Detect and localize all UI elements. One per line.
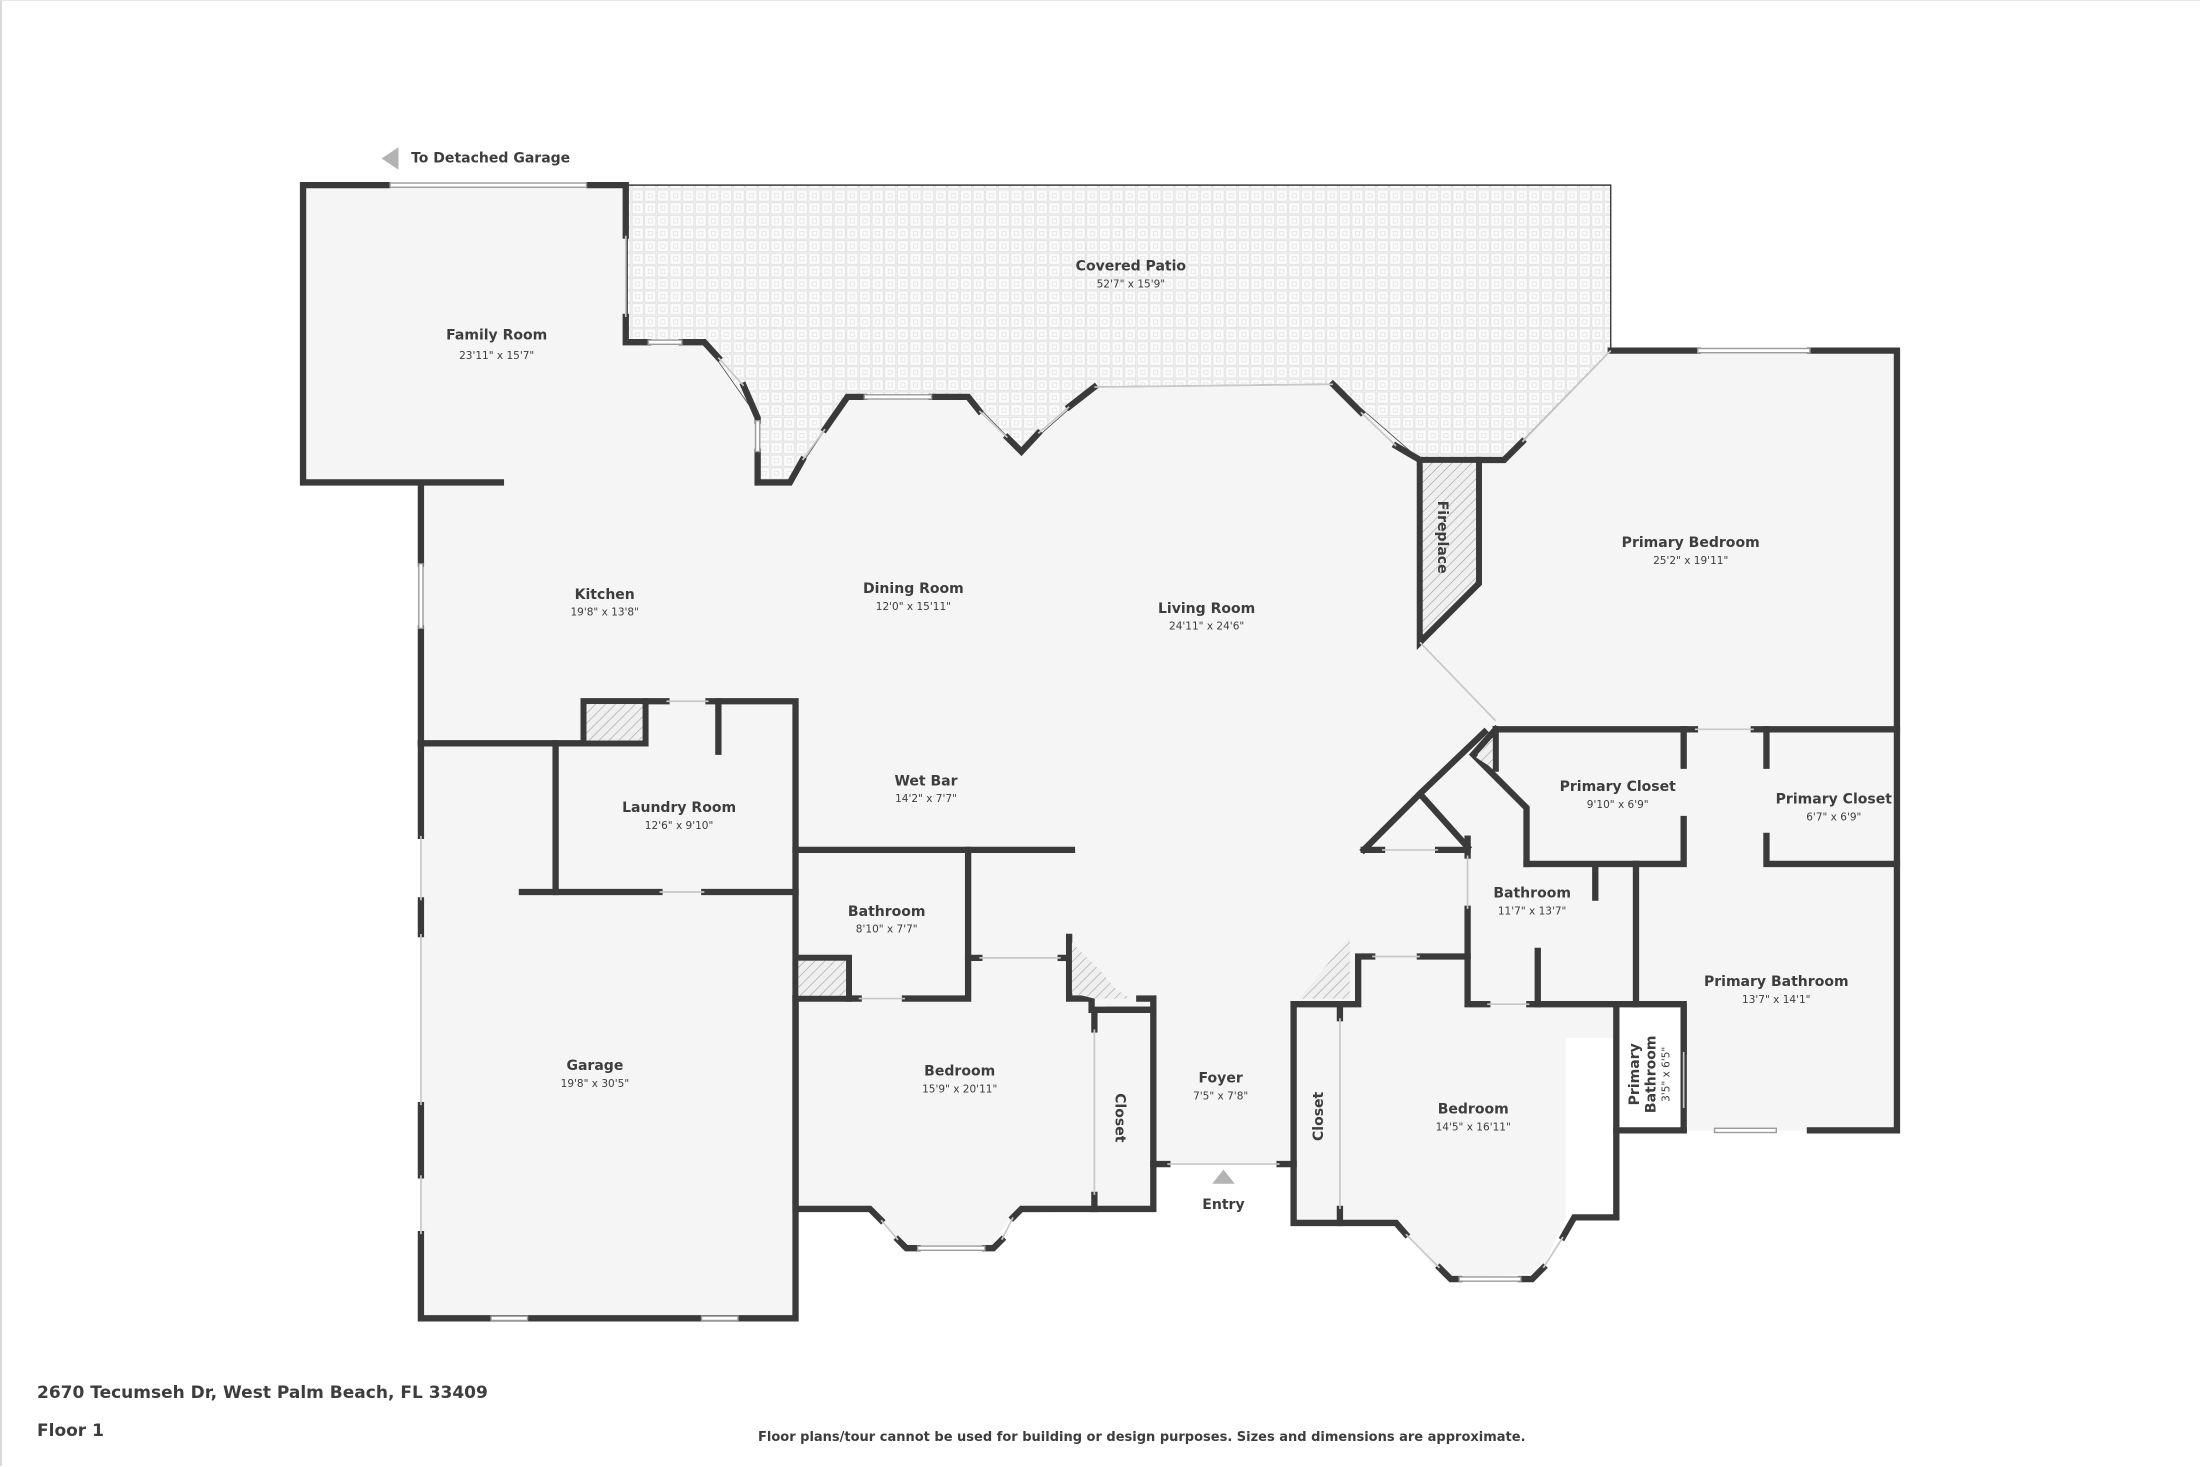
windows — [389, 182, 1811, 1322]
svg-text:7'5" x 7'8": 7'5" x 7'8" — [1193, 1091, 1248, 1103]
room-wet-bar: Wet Bar 14'2" x 7'7" — [894, 773, 957, 805]
floor-areas — [305, 187, 1897, 1319]
room-fireplace: Fireplace — [1434, 501, 1450, 574]
room-foyer: Foyer 7'5" x 7'8" — [1193, 1071, 1248, 1103]
svg-text:Family Room: Family Room — [446, 327, 547, 343]
svg-text:Wet Bar: Wet Bar — [894, 773, 957, 789]
svg-text:Closet: Closet — [1111, 1093, 1127, 1143]
property-address: 2670 Tecumseh Dr, West Palm Beach, FL 33… — [37, 1383, 488, 1403]
room-primary-closet-2: Primary Closet 6'7" x 6'9" — [1776, 792, 1893, 824]
direction-label: To Detached Garage — [411, 151, 570, 167]
room-dining-room: Dining Room 12'0" x 15'11" — [863, 581, 964, 613]
walls — [299, 181, 1901, 1322]
svg-text:24'11" x 24'6": 24'11" x 24'6" — [1169, 621, 1244, 633]
svg-text:Garage: Garage — [566, 1058, 623, 1074]
room-primary-bedroom: Primary Bedroom 25'2" x 19'11" — [1622, 535, 1760, 567]
svg-text:Bathroom: Bathroom — [1644, 1036, 1660, 1114]
svg-text:6'7" x 6'9": 6'7" x 6'9" — [1806, 811, 1861, 823]
svg-text:Bathroom: Bathroom — [1493, 886, 1571, 902]
arrow-left-icon — [381, 147, 399, 170]
svg-text:8'10" x 7'7": 8'10" x 7'7" — [856, 924, 918, 936]
svg-text:52'7" x 15'9": 52'7" x 15'9" — [1097, 279, 1166, 291]
svg-text:14'2" x 7'7": 14'2" x 7'7" — [895, 793, 957, 805]
room-garage: Garage 19'8" x 30'5" — [561, 1058, 630, 1090]
svg-text:Covered Patio: Covered Patio — [1076, 259, 1187, 275]
door-openings — [420, 235, 1754, 1269]
svg-text:Primary: Primary — [1627, 1043, 1643, 1105]
svg-text:11'7" x 13'7": 11'7" x 13'7" — [1498, 905, 1567, 917]
room-primary-closet-1: Primary Closet 9'10" x 6'9" — [1560, 779, 1677, 811]
room-bathroom-2: Bathroom 11'7" x 13'7" — [1493, 886, 1571, 918]
room-bathroom-1: Bathroom 8'10" x 7'7" — [848, 904, 926, 936]
room-living-room: Living Room 24'11" x 24'6" — [1158, 601, 1255, 633]
room-covered-patio: Covered Patio 52'7" x 15'9" — [1076, 259, 1187, 291]
svg-text:13'7" x 14'1": 13'7" x 14'1" — [1742, 994, 1811, 1006]
room-primary-bathroom: Primary Bathroom 13'7" x 14'1" — [1704, 974, 1849, 1006]
to-detached-garage-marker: To Detached Garage — [381, 147, 570, 170]
svg-text:Closet: Closet — [1311, 1091, 1327, 1141]
room-laundry-room: Laundry Room 12'6" x 9'10" — [622, 800, 736, 832]
room-family-room: Family Room 23'11" x 15'7" — [446, 327, 547, 362]
room-primary-bathroom-small: Primary Bathroom 3'5" x 6'5" — [1627, 1036, 1673, 1114]
svg-text:Primary Bedroom: Primary Bedroom — [1622, 535, 1760, 551]
hatched-fixtures — [586, 462, 1493, 999]
svg-text:Primary Closet: Primary Closet — [1560, 779, 1677, 795]
svg-text:14'5" x 16'11": 14'5" x 16'11" — [1436, 1121, 1511, 1133]
room-bedroom-2: Bedroom 14'5" x 16'11" — [1436, 1102, 1511, 1134]
svg-text:12'6" x 9'10": 12'6" x 9'10" — [645, 820, 714, 832]
svg-text:Laundry Room: Laundry Room — [622, 800, 736, 816]
entry-label: Entry — [1202, 1197, 1244, 1213]
svg-text:Primary Closet: Primary Closet — [1776, 792, 1893, 808]
svg-text:12'0" x 15'11": 12'0" x 15'11" — [876, 601, 951, 613]
svg-text:19'8" x 13'8": 19'8" x 13'8" — [570, 607, 639, 619]
room-bedroom-1: Bedroom 15'9" x 20'11" — [922, 1064, 997, 1096]
svg-text:Fireplace: Fireplace — [1434, 501, 1450, 574]
svg-text:Bedroom: Bedroom — [924, 1064, 995, 1080]
floor-label: Floor 1 — [37, 1421, 104, 1441]
svg-text:Living Room: Living Room — [1158, 601, 1255, 617]
svg-text:25'2" x 19'11": 25'2" x 19'11" — [1653, 555, 1728, 567]
room-closet-1: Closet — [1111, 1093, 1127, 1143]
svg-text:23'11" x 15'7": 23'11" x 15'7" — [459, 350, 534, 362]
svg-text:Bedroom: Bedroom — [1438, 1102, 1509, 1118]
room-kitchen: Kitchen 19'8" x 13'8" — [570, 587, 639, 619]
svg-text:3'5" x 6'5": 3'5" x 6'5" — [1661, 1047, 1673, 1102]
entry-marker: Entry — [1202, 1169, 1245, 1213]
svg-text:19'8" x 30'5": 19'8" x 30'5" — [561, 1078, 630, 1090]
svg-text:9'10" x 6'9": 9'10" x 6'9" — [1587, 799, 1649, 811]
room-closet-2: Closet — [1311, 1091, 1327, 1141]
svg-text:Primary Bathroom: Primary Bathroom — [1704, 974, 1849, 990]
disclaimer: Floor plans/tour cannot be used for buil… — [758, 1430, 1526, 1445]
svg-text:Foyer: Foyer — [1199, 1071, 1243, 1087]
arrow-up-icon — [1212, 1169, 1235, 1184]
room-labels: Family Room 23'11" x 15'7" Covered Patio… — [446, 259, 1892, 1143]
svg-text:Dining Room: Dining Room — [863, 581, 964, 597]
svg-text:Kitchen: Kitchen — [575, 587, 635, 603]
svg-text:15'9" x 20'11": 15'9" x 20'11" — [922, 1084, 997, 1096]
svg-text:Bathroom: Bathroom — [848, 904, 926, 920]
